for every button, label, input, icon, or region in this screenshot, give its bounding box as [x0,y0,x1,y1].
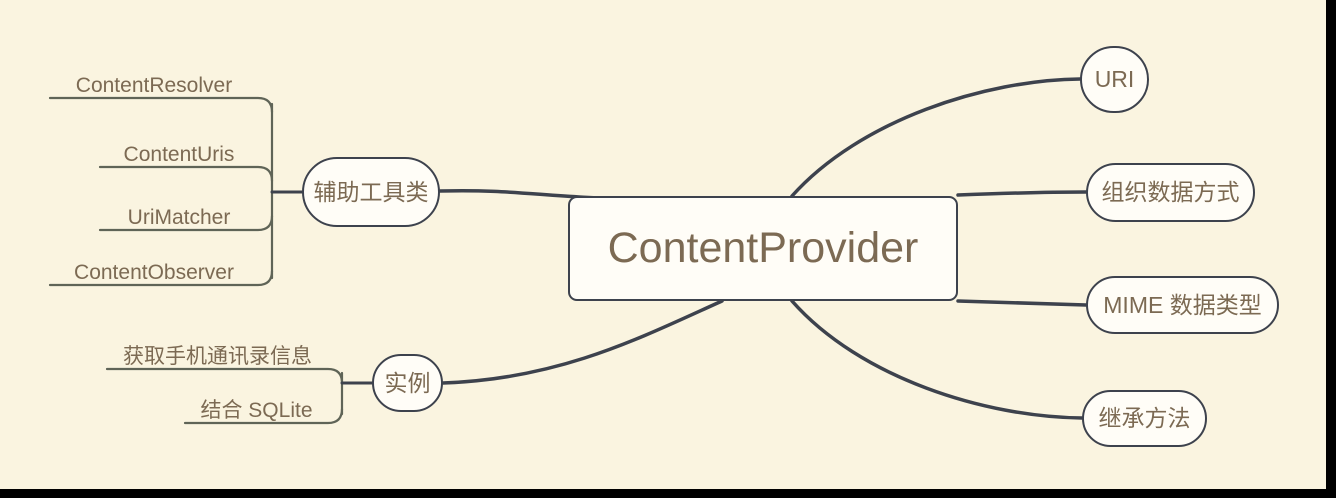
branch-node-data-organization[interactable]: 组织数据方式 [1086,163,1255,222]
branch-node-mime-type[interactable]: MIME 数据类型 [1086,276,1279,334]
leaf-line-sqlite [183,407,344,425]
leaf-label-sqlite: 结合 SQLite [200,399,313,422]
edge-example-to-root [441,299,724,385]
edge-root-to-inheritance [790,299,1084,420]
edge-root-to-uri [790,77,1082,198]
leaf-label-contentresolver: ContentResolver [75,74,233,97]
leaf-label-urimatcher: UriMatcher [127,206,231,229]
leaf-line-urimatcher [98,214,274,232]
leaf-line-contentresolver [48,96,274,114]
leaf-line-contentobserver [48,269,274,287]
leaf-label-contenturis: ContentUris [123,143,235,166]
root-node-contentprovider[interactable]: ContentProvider [568,196,958,301]
edge-root-to-mime [956,299,1088,307]
leaf-label-contentobserver: ContentObserver [74,261,234,284]
branch-node-uri[interactable]: URI [1080,46,1149,113]
edge-layer [48,77,1088,425]
leaf-label-contacts: 获取手机通讯录信息 [123,345,312,368]
branch-node-utility-classes[interactable]: 辅助工具类 [302,157,440,227]
branch-node-inheritance-methods[interactable]: 继承方法 [1082,390,1207,447]
bracket-utility [48,96,274,287]
branch-node-example[interactable]: 实例 [372,354,443,412]
bracket-example [105,367,344,425]
mindmap-canvas: ContentResolver ContentUris UriMatcher C… [0,0,1326,489]
leaf-line-contacts [105,367,344,385]
leaf-line-contenturis [98,165,274,183]
edge-root-to-organization [956,190,1088,197]
